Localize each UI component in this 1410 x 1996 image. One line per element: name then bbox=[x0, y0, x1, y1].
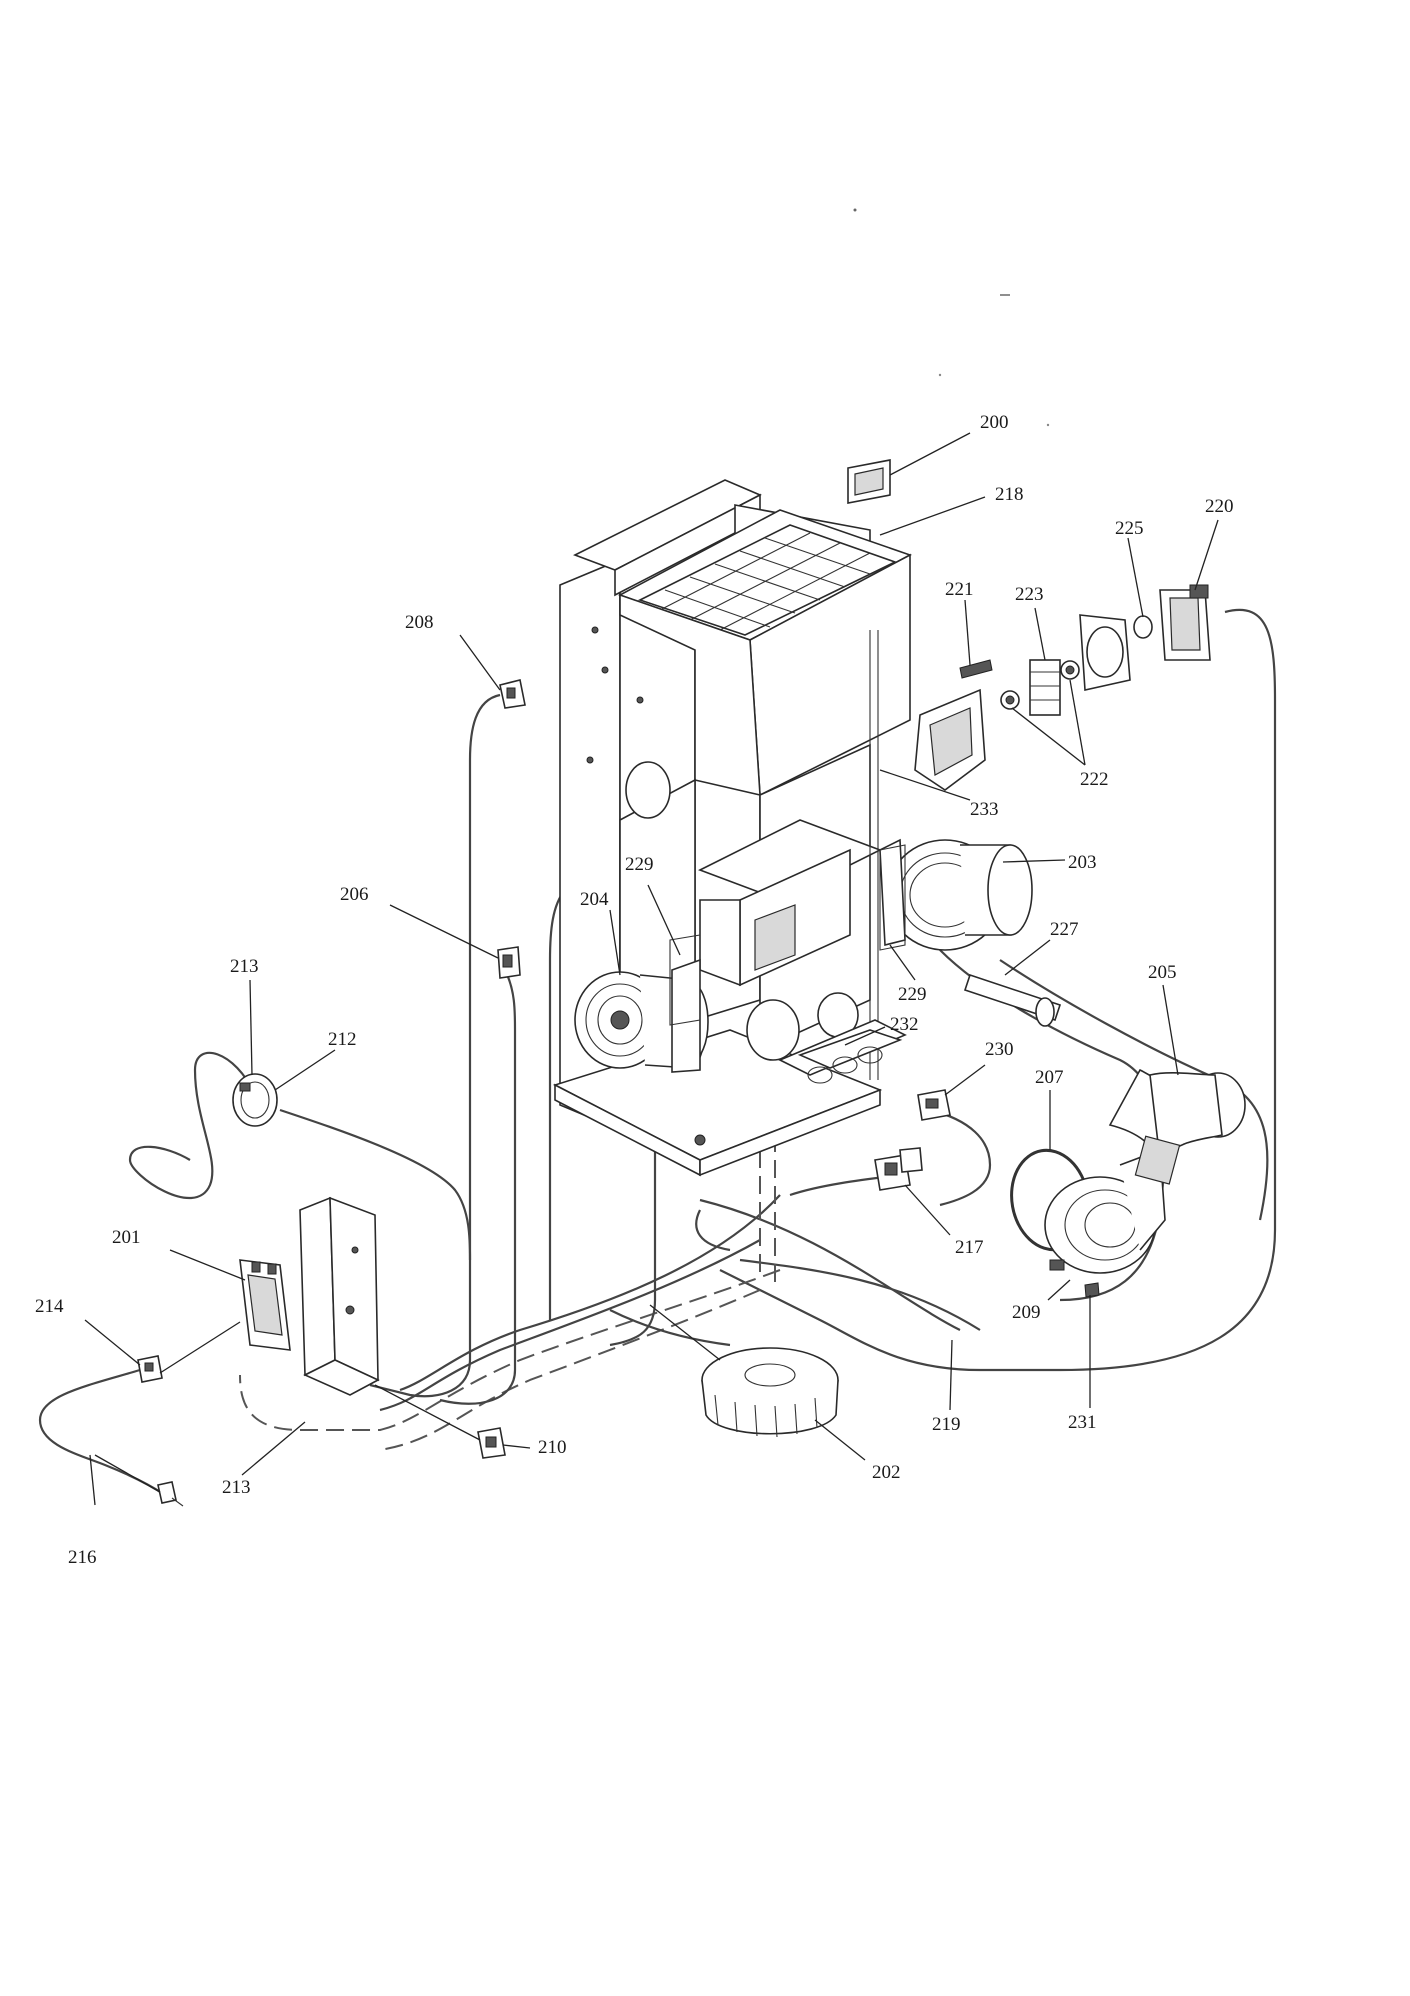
part-232-base-tray bbox=[797, 1029, 903, 1084]
callout-231: 231 bbox=[1068, 1412, 1097, 1433]
callout-labels: 200 218 225 220 221 223 208 222 233 229 … bbox=[35, 412, 1234, 1568]
callout-209: 209 bbox=[1012, 1302, 1041, 1323]
callout-205: 205 bbox=[1148, 962, 1177, 983]
part-231-clip bbox=[1084, 1282, 1100, 1298]
part-216-plug bbox=[157, 1481, 184, 1507]
part-201-control-board bbox=[239, 1259, 291, 1351]
part-208-sensor bbox=[499, 679, 526, 709]
part-203-blower bbox=[879, 838, 1033, 951]
callout-206: 206 bbox=[340, 884, 369, 905]
callout-213a: 213 bbox=[230, 956, 259, 977]
part-210-sensor bbox=[477, 1427, 506, 1459]
callout-233: 233 bbox=[970, 799, 999, 820]
callout-217: 217 bbox=[955, 1237, 984, 1258]
callout-221: 221 bbox=[945, 579, 974, 600]
part-229-gasket bbox=[669, 844, 906, 1026]
part-214-connector bbox=[137, 1355, 163, 1383]
part-200-display-panel bbox=[847, 459, 891, 504]
callout-216: 216 bbox=[68, 1547, 97, 1568]
auger-motor-assembly bbox=[914, 584, 1211, 791]
part-209-fan-motor bbox=[1044, 1135, 1181, 1274]
part-202-fan-wheel bbox=[701, 1347, 839, 1438]
callout-204: 204 bbox=[580, 889, 609, 910]
part-204-blower bbox=[574, 958, 709, 1073]
part-230-switch bbox=[917, 1089, 951, 1121]
control-bracket bbox=[299, 1196, 380, 1396]
callout-213b: 213 bbox=[222, 1477, 251, 1498]
callout-230: 230 bbox=[985, 1039, 1014, 1060]
part-212-pressure-switch bbox=[232, 1073, 278, 1127]
callout-220: 220 bbox=[1205, 496, 1234, 517]
callout-200: 200 bbox=[980, 412, 1009, 433]
callout-202: 202 bbox=[872, 1462, 901, 1483]
scan-specks bbox=[853, 208, 1050, 427]
callout-212: 212 bbox=[328, 1029, 357, 1050]
callout-219: 219 bbox=[932, 1414, 961, 1435]
callout-203: 203 bbox=[1068, 852, 1097, 873]
callout-210: 210 bbox=[538, 1437, 567, 1458]
callout-225: 225 bbox=[1115, 518, 1144, 539]
callout-223: 223 bbox=[1015, 584, 1044, 605]
callout-229a: 229 bbox=[625, 854, 654, 875]
callout-207: 207 bbox=[1035, 1067, 1064, 1088]
callout-208: 208 bbox=[405, 612, 434, 633]
main-cabinet bbox=[552, 479, 912, 1177]
leader-lines bbox=[84, 432, 1219, 1506]
callout-229b: 229 bbox=[898, 984, 927, 1005]
callout-227: 227 bbox=[1050, 919, 1079, 940]
part-217-switch bbox=[874, 1147, 923, 1191]
callout-214: 214 bbox=[35, 1296, 64, 1317]
callout-222: 222 bbox=[1080, 769, 1109, 790]
callout-218: 218 bbox=[995, 484, 1024, 505]
part-206-sensor bbox=[497, 946, 521, 979]
callout-232: 232 bbox=[890, 1014, 919, 1035]
part-227-tube bbox=[963, 973, 1062, 1027]
callout-201: 201 bbox=[112, 1227, 141, 1248]
